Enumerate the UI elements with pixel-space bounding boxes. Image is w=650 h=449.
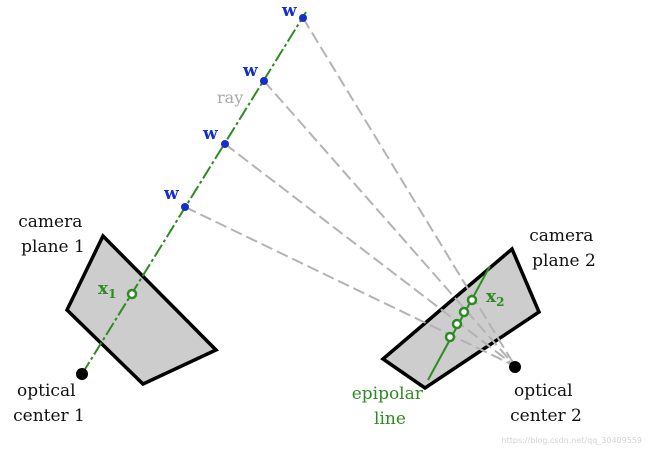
- optical-center-1-dot: [76, 368, 88, 380]
- w-label: w: [202, 124, 218, 144]
- epipolar-point: [451, 318, 463, 330]
- x1-label-base: x: [98, 279, 109, 299]
- epipolar-line-label: epipolar line: [352, 384, 429, 429]
- world-point: [260, 77, 268, 85]
- ray-label: ray: [217, 88, 243, 107]
- epipolar-point: [444, 331, 456, 343]
- w-label: w: [163, 184, 179, 204]
- projection-line: [224, 143, 516, 367]
- x1-label: x1: [98, 279, 117, 301]
- projection-lines: [184, 17, 516, 367]
- epipolar-point: [466, 294, 478, 306]
- x2-label: x2: [486, 287, 505, 309]
- world-point: [181, 203, 189, 211]
- camera-plane-1-label: camera plane 1: [18, 212, 88, 257]
- optical-center-2-dot: [509, 361, 521, 373]
- epipolar-points: [444, 294, 478, 343]
- world-point: [299, 14, 307, 22]
- x2-label-sub: 2: [496, 295, 504, 309]
- camera-plane-1: [64, 233, 219, 387]
- ray-line: [81, 11, 307, 375]
- world-points: [181, 14, 307, 211]
- x2-label-base: x: [486, 287, 497, 307]
- optical-center-2-label: optical center 2: [510, 381, 582, 426]
- world-point: [221, 140, 229, 148]
- image-point-x1: [126, 288, 138, 300]
- w-label: w: [281, 1, 297, 21]
- epipolar-point: [458, 306, 470, 318]
- camera-plane-2-label: camera plane 2: [529, 226, 599, 271]
- w-label: w: [242, 61, 258, 81]
- optical-center-1-label: optical center 1: [13, 381, 85, 426]
- watermark: https://blog.csdn.net/qq_30409559: [502, 436, 642, 445]
- projection-line: [184, 206, 516, 367]
- x1-label-sub: 1: [108, 287, 116, 301]
- projection-line: [263, 80, 516, 367]
- projection-line: [302, 17, 516, 367]
